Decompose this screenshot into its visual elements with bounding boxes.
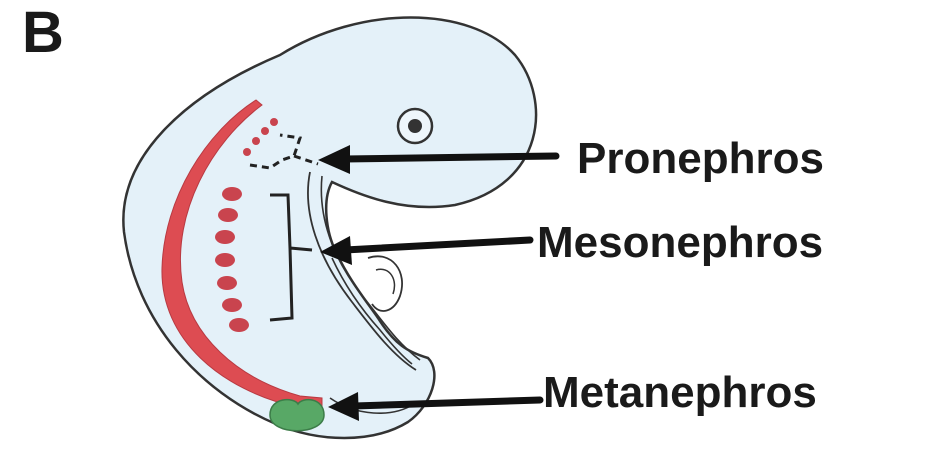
- eye-pupil: [408, 119, 422, 133]
- heart-inner: [376, 269, 394, 294]
- metanephros-bud: [270, 400, 324, 431]
- mesonephros-arrow: [320, 236, 530, 265]
- metanephros-label: Metanephros: [543, 368, 817, 417]
- mesonephros-label: Mesonephros: [537, 218, 823, 267]
- panel-letter: B: [22, 0, 64, 65]
- embryo-body: [123, 18, 536, 439]
- pronephros-label: Pronephros: [577, 134, 824, 183]
- heart-bulge: [368, 256, 402, 311]
